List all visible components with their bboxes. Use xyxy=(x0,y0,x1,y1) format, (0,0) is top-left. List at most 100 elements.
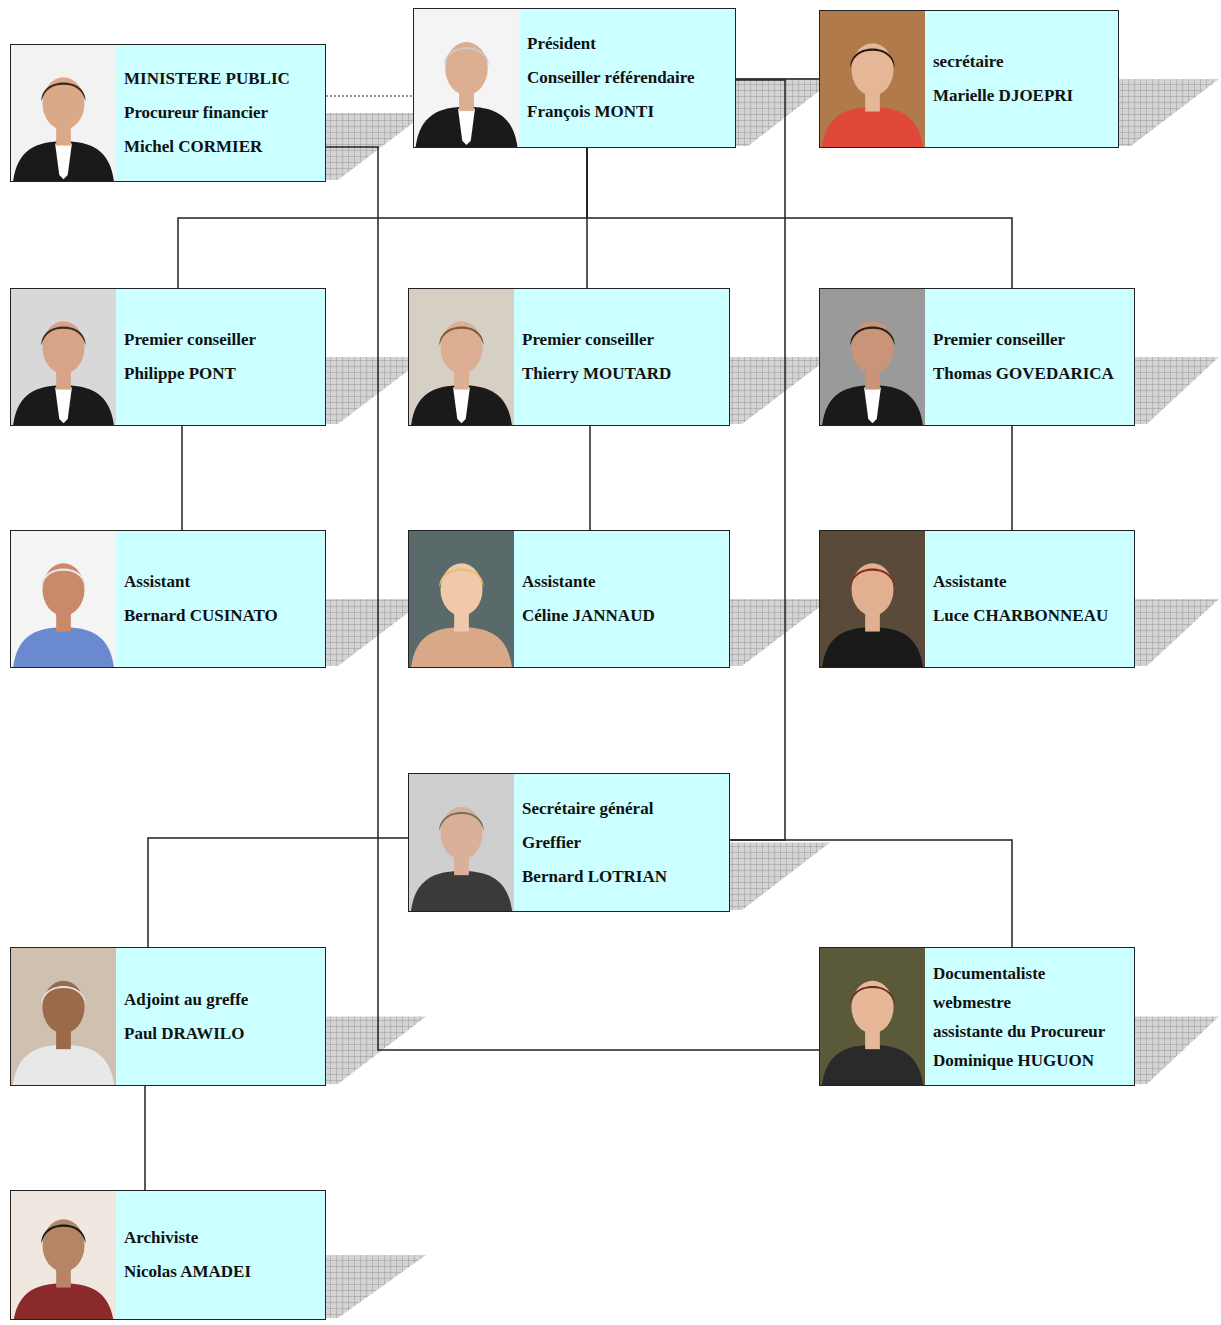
person-name: Thomas GOVEDARICA xyxy=(933,357,1126,391)
person-name: Bernard LOTRIAN xyxy=(522,860,721,894)
photo-head xyxy=(440,807,482,860)
photo-shoulders xyxy=(822,385,923,425)
photo-frame xyxy=(11,948,116,1085)
photo-frame xyxy=(820,948,925,1085)
photo-shoulders xyxy=(822,627,923,667)
org-connector xyxy=(730,80,785,840)
role-text: Adjoint au greffe xyxy=(124,983,317,1017)
org-connector xyxy=(587,148,1012,288)
photo-shoulders xyxy=(411,871,512,911)
photo-frame xyxy=(409,531,514,667)
portrait-photo xyxy=(409,289,514,425)
role-text: Assistante xyxy=(522,565,721,599)
photo-background xyxy=(11,45,116,181)
text-column: Documentalistewebmestreassistante du Pro… xyxy=(925,948,1134,1085)
box-shadow xyxy=(730,843,830,911)
person-name: Thierry MOUTARD xyxy=(522,357,721,391)
photo-head xyxy=(42,981,84,1034)
text-column: MINISTERE PUBLICProcureur financierMiche… xyxy=(116,45,325,181)
role-text: assistante du Procureur xyxy=(933,1017,1126,1046)
photo-shoulders xyxy=(13,1283,114,1319)
person-name: Bernard CUSINATO xyxy=(124,599,317,633)
role-text: Greffier xyxy=(522,826,721,860)
org-connector xyxy=(181,426,183,530)
person-box: Documentalistewebmestreassistante du Pro… xyxy=(819,947,1135,1086)
box-shadow xyxy=(1135,599,1219,666)
person-name: Dominique HUGUON xyxy=(933,1046,1126,1075)
photo-head xyxy=(43,563,85,616)
photo-shoulders xyxy=(13,627,114,667)
text-column: PrésidentConseiller référendaireFrançois… xyxy=(519,9,735,147)
role-text: Secrétaire général xyxy=(522,792,721,826)
person-name: Luce CHARBONNEAU xyxy=(933,599,1126,633)
photo-background xyxy=(820,948,925,1085)
photo-frame xyxy=(820,531,925,667)
photo-shoulders xyxy=(416,107,518,147)
person-box: ArchivisteNicolas AMADEI xyxy=(10,1190,326,1320)
portrait-photo xyxy=(11,289,116,425)
box-shadow xyxy=(1135,1017,1219,1085)
org-connector xyxy=(326,147,819,1050)
org-connector xyxy=(589,426,591,530)
photo-jabot xyxy=(458,109,475,145)
person-name: François MONTI xyxy=(527,95,727,129)
photo-background xyxy=(820,11,925,147)
org-connector xyxy=(1011,426,1013,530)
photo-hair xyxy=(41,327,85,346)
photo-frame xyxy=(820,289,925,425)
portrait-photo xyxy=(820,289,925,425)
photo-background xyxy=(11,531,116,667)
role-text: Archiviste xyxy=(124,1221,317,1255)
photo-head xyxy=(43,1219,85,1272)
photo-head xyxy=(852,43,894,96)
role-text: Président xyxy=(527,27,727,61)
photo-background xyxy=(820,289,925,425)
box-shadow xyxy=(326,1255,426,1318)
photo-hair xyxy=(41,83,85,102)
portrait-photo xyxy=(11,948,116,1085)
photo-shoulders xyxy=(411,627,512,667)
portrait-photo xyxy=(11,1191,116,1319)
portrait-photo xyxy=(409,531,514,667)
photo-head xyxy=(851,981,893,1034)
photo-hair xyxy=(439,569,483,588)
photo-frame xyxy=(11,531,116,667)
portrait-photo xyxy=(11,531,116,667)
person-box: Adjoint au greffePaul DRAWILO xyxy=(10,947,326,1086)
box-shadow xyxy=(730,599,830,666)
photo-head xyxy=(445,42,487,95)
photo-hair xyxy=(439,812,483,831)
role-text: Assistante xyxy=(933,565,1126,599)
text-column: Secrétaire généralGreffierBernard LOTRIA… xyxy=(514,774,729,911)
photo-jabot xyxy=(55,143,72,179)
photo-head xyxy=(852,321,894,374)
role-text: Documentaliste xyxy=(933,959,1126,988)
portrait-photo xyxy=(820,11,925,147)
photo-background xyxy=(11,289,116,425)
photo-hair xyxy=(850,49,894,68)
photo-shoulders xyxy=(411,385,512,425)
photo-frame xyxy=(414,9,519,147)
role-text: Procureur financier xyxy=(124,96,317,130)
photo-head xyxy=(43,77,85,130)
person-box: PrésidentConseiller référendaireFrançois… xyxy=(413,8,736,148)
photo-hair xyxy=(850,986,894,1005)
person-box: secrétaireMarielle DJOEPRI xyxy=(819,10,1119,148)
text-column: ArchivisteNicolas AMADEI xyxy=(116,1191,325,1319)
person-box: AssistanteLuce CHARBONNEAU xyxy=(819,530,1135,668)
photo-frame xyxy=(11,1191,116,1319)
person-name: Paul DRAWILO xyxy=(124,1017,317,1051)
person-name: Michel CORMIER xyxy=(124,130,317,164)
person-box: Premier conseillerThierry MOUTARD xyxy=(408,288,730,426)
photo-shoulders xyxy=(13,1045,114,1085)
photo-background xyxy=(409,531,514,667)
photo-background xyxy=(11,948,116,1085)
photo-head xyxy=(441,563,483,616)
photo-hair xyxy=(850,569,894,588)
photo-head xyxy=(852,563,894,616)
shadow-layer xyxy=(326,78,1219,1318)
org-connector xyxy=(144,1086,146,1190)
role-text: webmestre xyxy=(933,988,1126,1017)
photo-background xyxy=(414,9,519,147)
